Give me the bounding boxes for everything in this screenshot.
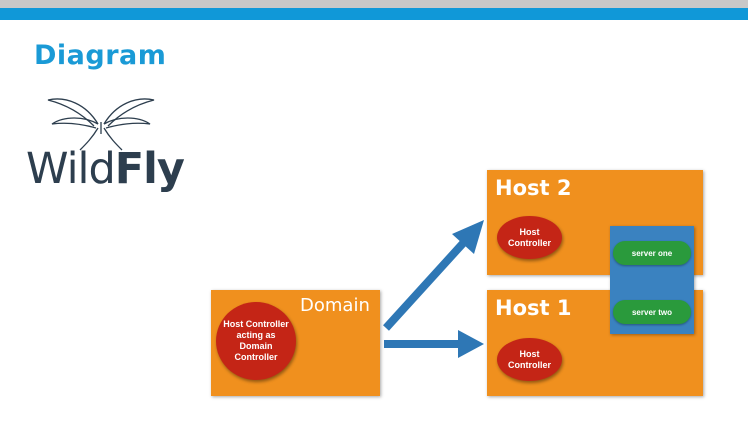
arrow-to-host-1	[384, 330, 484, 358]
top-bar-grey	[0, 0, 748, 8]
server-one: server one	[613, 241, 691, 265]
wildfly-wordmark: WildFly	[26, 144, 185, 194]
arrow-to-host-2	[383, 220, 484, 331]
domain-controller: Host Controller acting as Domain Control…	[216, 302, 296, 380]
server-two: server two	[613, 300, 691, 324]
domain-box: Domain Host Controller acting as Domain …	[211, 290, 380, 396]
host-1-title: Host 1	[495, 296, 572, 320]
server-group-panel: server one server two	[610, 226, 694, 334]
host-1-controller: Host Controller	[497, 338, 562, 381]
host-2-box: Host 2 Host Controller	[487, 170, 703, 275]
host-2-title: Host 2	[495, 176, 572, 200]
wildfly-wings-icon	[47, 98, 155, 151]
top-bar-accent	[0, 8, 748, 20]
page-title: Diagram	[34, 40, 167, 71]
wildfly-logo: WildFly	[26, 94, 185, 206]
domain-title: Domain	[300, 295, 370, 316]
host-2-controller: Host Controller	[497, 216, 562, 259]
